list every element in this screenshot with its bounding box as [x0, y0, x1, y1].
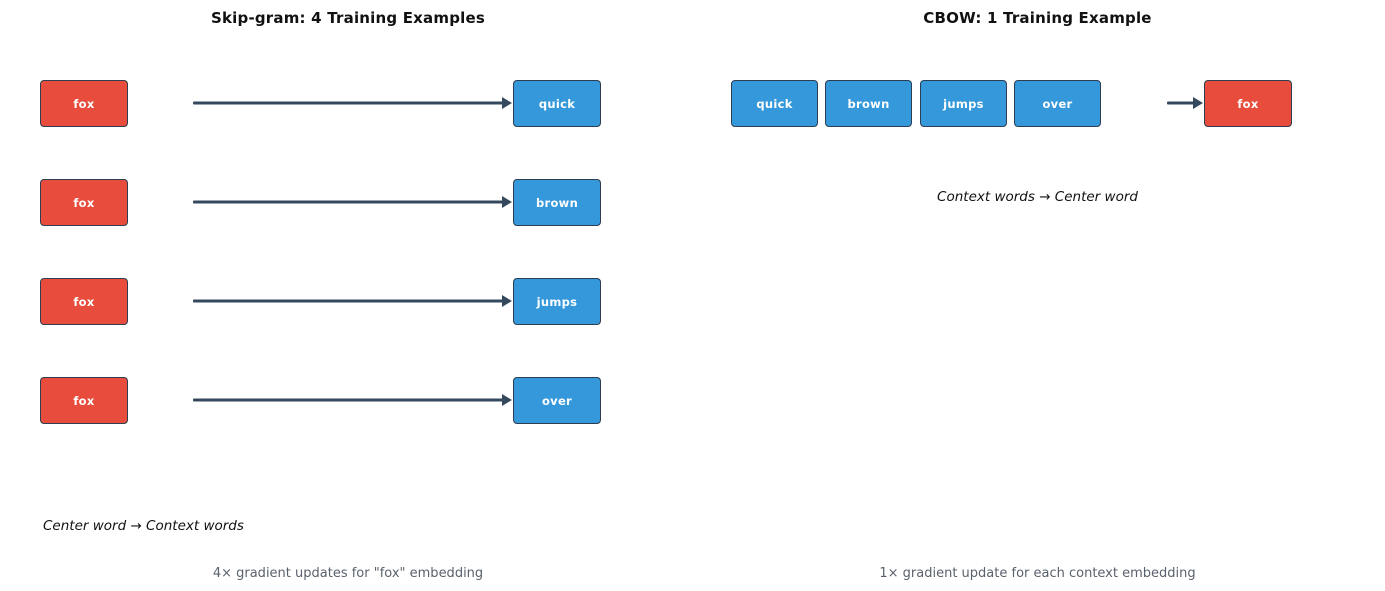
- context-word-box: quick: [513, 80, 601, 127]
- center-word-box: fox: [40, 278, 128, 325]
- arrow-line: [1167, 101, 1196, 105]
- cbow-title: CBOW: 1 Training Example: [923, 9, 1152, 27]
- arrow-head: [502, 196, 512, 208]
- arrow-right-icon: [193, 195, 512, 209]
- context-word-box: brown: [513, 179, 601, 226]
- arrow-right-icon: [193, 294, 512, 308]
- skipgram-relation-label: Center word → Context words: [43, 518, 244, 534]
- cbow-caption: 1× gradient update for each context embe…: [879, 566, 1196, 581]
- arrow-line: [193, 398, 505, 402]
- arrow-head: [502, 97, 512, 109]
- arrow-line: [193, 101, 505, 105]
- context-word-box: brown: [825, 80, 912, 127]
- arrow-right-icon: [193, 96, 512, 110]
- center-word-box: fox: [40, 377, 128, 424]
- arrow-right-icon: [1167, 96, 1203, 110]
- arrow-right-icon: [193, 393, 512, 407]
- arrow-head: [502, 394, 512, 406]
- context-word-box: over: [1014, 80, 1101, 127]
- arrow-line: [193, 200, 505, 204]
- skipgram-caption: 4× gradient updates for "fox" embedding: [212, 566, 484, 581]
- arrow-line: [193, 299, 505, 303]
- center-word-box: fox: [40, 179, 128, 226]
- context-word-box: jumps: [920, 80, 1007, 127]
- center-word-box: fox: [1204, 80, 1292, 127]
- cbow-relation-label: Context words → Center word: [937, 189, 1138, 205]
- arrow-head: [1193, 97, 1203, 109]
- context-word-box: quick: [731, 80, 818, 127]
- context-word-box: jumps: [513, 278, 601, 325]
- context-word-box: over: [513, 377, 601, 424]
- arrow-head: [502, 295, 512, 307]
- center-word-box: fox: [40, 80, 128, 127]
- skipgram-title: Skip-gram: 4 Training Examples: [210, 9, 485, 27]
